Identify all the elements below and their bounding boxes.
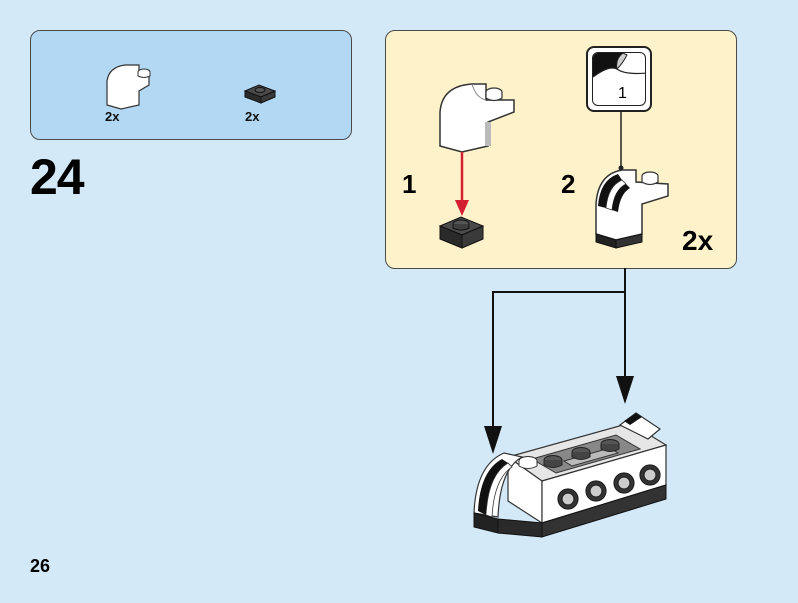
parts-quantity-2: 2x <box>245 109 260 124</box>
sub-step-2-number: 2 <box>561 169 576 199</box>
curved-slope-brick-icon <box>439 83 515 153</box>
page-callout: 1 <box>586 46 652 112</box>
assembled-model-icon <box>473 412 668 538</box>
parts-quantity-1: 2x <box>105 109 120 124</box>
white-curved-slope-brick-icon <box>106 64 151 110</box>
black-plate-1x1-icon <box>243 84 277 104</box>
combined-slope-plate-icon <box>595 169 669 249</box>
parts-list-panel: 2x 2x <box>30 30 352 140</box>
step-number: 24 <box>30 149 85 205</box>
black-plate-1x1-icon <box>438 216 485 249</box>
red-assembly-arrow-icon <box>455 152 469 216</box>
sub-step-1-number: 1 <box>402 169 417 199</box>
callout-page-number: 1 <box>618 85 627 102</box>
sub-assembly-multiplier: 2x <box>682 225 714 256</box>
page-turn-icon <box>593 53 645 78</box>
page-number: 26 <box>30 556 51 576</box>
connector-arrows <box>484 268 634 454</box>
